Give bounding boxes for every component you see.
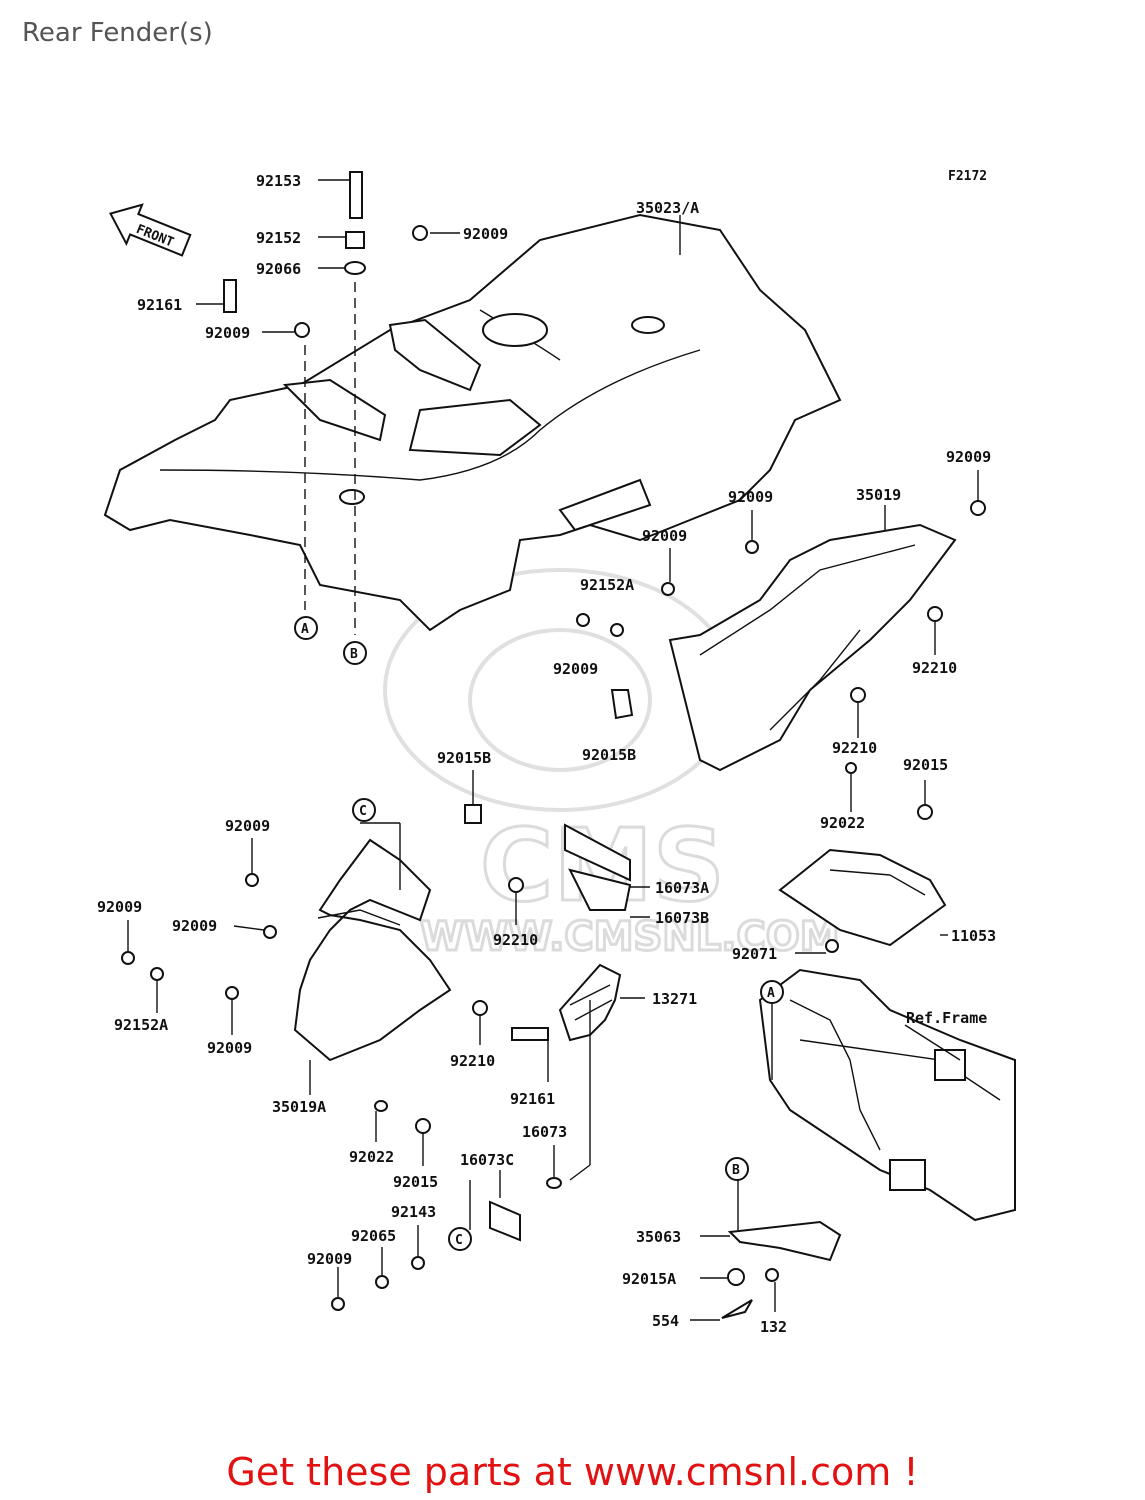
part-label-92009: 92009 — [946, 448, 991, 466]
part-label-35063: 35063 — [636, 1228, 681, 1246]
ref-marker-a-top: A — [301, 622, 309, 637]
watermark: CMS WWW.CMSNL.COM — [383, 568, 841, 962]
part-label-92152: 92152 — [256, 229, 301, 247]
part-label-92009: 92009 — [553, 660, 598, 678]
part-label-92009: 92009 — [463, 225, 508, 243]
part-label-92210: 92210 — [832, 739, 877, 757]
part-label-92009: 92009 — [307, 1250, 352, 1268]
battery-tray — [778, 848, 947, 947]
page-title: Rear Fender(s) — [22, 18, 213, 48]
part-label-16073A: 16073A — [655, 879, 709, 897]
bracket-35063 — [727, 1220, 842, 1262]
fasteners — [121, 171, 986, 1319]
part-label-554: 554 — [652, 1312, 679, 1330]
part-label-92210: 92210 — [912, 659, 957, 677]
ref-marker-c-top: C — [359, 804, 367, 819]
part-label-35023A: 35023/A — [636, 199, 699, 217]
ref-marker-c-bottom: C — [455, 1233, 463, 1248]
part-label-92161: 92161 — [137, 296, 182, 314]
ref-marker-a-bottom: A — [767, 986, 775, 1001]
watermark-url: WWW.CMSNL.COM — [420, 914, 840, 960]
part-label-92153: 92153 — [256, 172, 301, 190]
part-label-92009: 92009 — [642, 527, 687, 545]
part-label-13271: 13271 — [652, 990, 697, 1008]
ref-frame-label: Ref.Frame — [906, 1009, 987, 1027]
side-fender-left — [293, 838, 452, 1062]
parts-diagram: CMS WWW.CMSNL.COM FRONT F2172 — [97, 169, 1016, 1336]
frame-section — [758, 968, 1016, 1222]
rear-fender-main — [103, 213, 842, 632]
part-label-92009: 92009 — [728, 488, 773, 506]
part-label-92009: 92009 — [225, 817, 270, 835]
part-label-92071: 92071 — [732, 945, 777, 963]
footer-cta-link[interactable]: Get these parts at www.cmsnl.com ! — [226, 1450, 919, 1494]
part-label-92152A: 92152A — [580, 576, 634, 594]
part-label-11053: 11053 — [951, 927, 996, 945]
part-label-35019: 35019 — [856, 486, 901, 504]
part-label-92152A: 92152A — [114, 1016, 168, 1034]
part-label-92009: 92009 — [207, 1039, 252, 1057]
ref-marker-b-bottom: B — [732, 1163, 740, 1178]
diagram-code: F2172 — [948, 169, 987, 184]
ref-marker-b-top: B — [350, 647, 358, 662]
part-label-16073B: 16073B — [655, 909, 709, 927]
part-label-16073C: 16073C — [460, 1151, 514, 1169]
part-label-92066: 92066 — [256, 260, 301, 278]
part-label-92009: 92009 — [97, 898, 142, 916]
part-label-92143: 92143 — [391, 1203, 436, 1221]
ref-markers: A B C A B C — [294, 616, 784, 1251]
part-label-92065: 92065 — [351, 1227, 396, 1245]
part-label-92022: 92022 — [820, 814, 865, 832]
part-label-92015B: 92015B — [437, 749, 491, 767]
part-label-92022: 92022 — [349, 1148, 394, 1166]
part-label-16073: 16073 — [522, 1123, 567, 1141]
part-label-92161: 92161 — [510, 1090, 555, 1108]
part-label-92009: 92009 — [205, 324, 250, 342]
part-labels: 92153 92152 92066 92161 92009 92009 3502… — [97, 172, 996, 1336]
part-label-92015B: 92015B — [582, 746, 636, 764]
front-arrow-icon: FRONT — [109, 203, 192, 257]
part-label-92210: 92210 — [450, 1052, 495, 1070]
part-label-132: 132 — [760, 1318, 787, 1336]
side-fender-right — [610, 523, 957, 772]
part-label-92015: 92015 — [393, 1173, 438, 1191]
part-label-92015A: 92015A — [622, 1270, 676, 1288]
part-label-92009: 92009 — [172, 917, 217, 935]
leader-lines — [127, 179, 979, 1321]
part-label-92210: 92210 — [493, 931, 538, 949]
part-label-35019A: 35019A — [272, 1098, 326, 1116]
part-label-92015: 92015 — [903, 756, 948, 774]
heat-shields — [564, 823, 632, 911]
